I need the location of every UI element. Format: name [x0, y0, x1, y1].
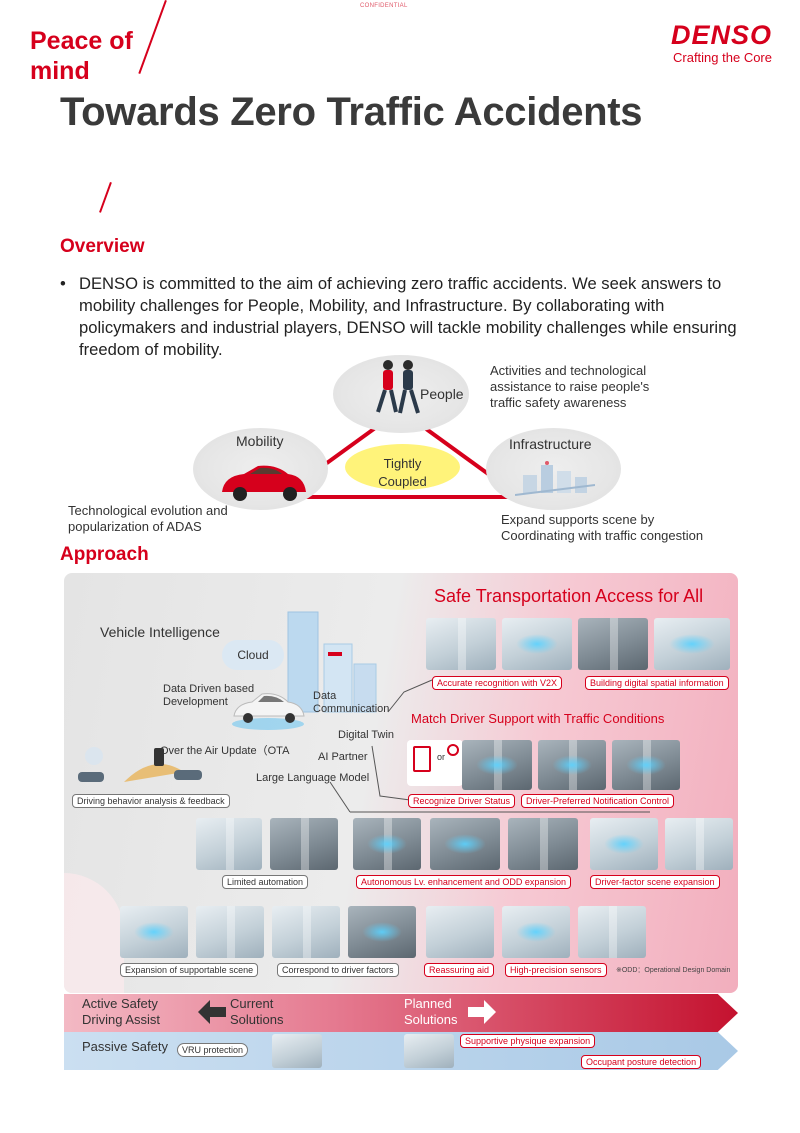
- limited-image-1: [196, 818, 262, 870]
- cloud-badge: Cloud: [222, 640, 284, 670]
- mobility-description: Technological evolution and popularizati…: [68, 503, 228, 534]
- people-description: Activities and technological assistance …: [490, 363, 650, 410]
- planned-solutions-label: Planned Solutions: [404, 996, 457, 1028]
- arrow-left-icon: [198, 1000, 226, 1024]
- label-driving-behavior: Driving behavior analysis & feedback: [72, 794, 230, 808]
- label-occupant-posture: Occupant posture detection: [581, 1055, 702, 1069]
- brand-name: DENSO: [670, 20, 772, 50]
- label-reassuring-aid: Reassuring aid: [424, 963, 495, 977]
- label-v2x: Accurate recognition with V2X: [432, 676, 563, 690]
- label-supportive-physique: Supportive physique expansion: [460, 1034, 596, 1048]
- autonomous-image-1: [353, 818, 421, 870]
- people-walking-icon: [376, 360, 420, 414]
- planned-line1: Planned: [404, 996, 452, 1011]
- city-infrastructure-icon: [515, 461, 595, 496]
- safe-transport-title: Safe Transportation Access for All: [434, 586, 704, 606]
- driver-status-card: or: [407, 740, 463, 786]
- brand-tagline: Crafting the Core: [673, 50, 772, 65]
- v2x-image-2: [502, 618, 572, 670]
- scene-image-1: [120, 906, 188, 958]
- infrastructure-label: Infrastructure: [509, 436, 592, 452]
- mobility-label: Mobility: [236, 433, 284, 449]
- scene-image-2: [196, 906, 264, 958]
- driver-factor-image-1: [590, 818, 658, 870]
- label-digital-spatial: Building digital spatial information: [585, 676, 729, 690]
- label-high-precision-sensors: High-precision sensors: [505, 963, 607, 977]
- llm-label: Large Language Model: [256, 772, 370, 784]
- label-driver-factor: Driver-factor scene expansion: [590, 875, 720, 889]
- overview-heading: Overview: [60, 236, 145, 257]
- notif-image-1: [538, 740, 606, 790]
- status-image-1: [462, 740, 532, 790]
- physique-image: [404, 1034, 454, 1068]
- autonomous-image-3: [508, 818, 578, 870]
- match-driver-title: Match Driver Support with Traffic Condit…: [411, 711, 665, 726]
- ota-label: Over the Air Update（OTA: [160, 745, 290, 757]
- or-label: or: [437, 752, 446, 762]
- data-communication-label: Data Communication: [313, 690, 390, 715]
- active-safety-line2: Driving Assist: [82, 1012, 161, 1027]
- notif-image-2: [612, 740, 680, 790]
- sensors-image-2: [578, 906, 646, 958]
- ai-partner-label: AI Partner: [318, 751, 368, 763]
- infrastructure-description: Expand supports scene by Coordinating wi…: [501, 512, 704, 543]
- current-line1: Current: [230, 996, 274, 1011]
- active-safety-band: [64, 994, 738, 1032]
- current-solutions-label: Current Solutions: [230, 996, 283, 1028]
- approach-heading: Approach: [60, 544, 149, 565]
- passive-safety-label: Passive Safety: [82, 1039, 168, 1054]
- city-towers-icon: [287, 611, 377, 713]
- vehicle-intelligence-label: Vehicle Intelligence: [100, 624, 220, 640]
- infrastructure-bubble: [486, 428, 621, 510]
- active-safety-line1: Active Safety: [82, 996, 158, 1011]
- label-expansion-scene: Expansion of supportable scene: [120, 963, 259, 977]
- people-label: People: [420, 386, 464, 402]
- driver-factor-image-2: [665, 818, 733, 870]
- planned-line2: Solutions: [404, 1012, 458, 1027]
- coupled-line2: Coupled: [378, 474, 427, 489]
- digital-twin-label: Digital Twin: [338, 729, 395, 741]
- arrow-right-icon: [468, 1000, 496, 1024]
- active-safety-label: Active Safety Driving Assist: [82, 996, 160, 1028]
- label-correspond-factors: Correspond to driver factors: [277, 963, 399, 977]
- red-car-icon: [222, 465, 306, 501]
- data-driven-label: Data Driven based Development: [163, 683, 255, 708]
- tightly-coupled-badge: Tightly Coupled: [345, 444, 460, 490]
- current-line2: Solutions: [230, 1012, 284, 1027]
- denso-logo: DENSO Crafting the Core: [671, 20, 772, 66]
- label-limited-automation: Limited automation: [222, 875, 309, 889]
- v2x-image-1: [426, 618, 496, 670]
- sensors-image-1: [502, 906, 570, 958]
- label-recognize-status: Recognize Driver Status: [408, 794, 516, 808]
- peace-of-mind-label: Peace of mind: [30, 27, 133, 85]
- triangle-outline: [273, 407, 527, 499]
- reassuring-image: [426, 906, 494, 958]
- odd-note: ※ODD：Operational Design Domain: [616, 967, 731, 974]
- white-car-icon: [232, 693, 305, 730]
- label-vru-protection: VRU protection: [177, 1043, 249, 1057]
- confidential-mark: CONFIDENTIAL: [360, 3, 408, 9]
- factors-image-1: [272, 906, 340, 958]
- driver-face-icon: [413, 746, 431, 772]
- overview-text: DENSO is committed to the aim of achievi…: [60, 273, 765, 361]
- alert-icon: [447, 744, 459, 756]
- driving-behavior-illustration: [78, 747, 202, 782]
- autonomous-image-2: [430, 818, 500, 870]
- spatial-image-1: [578, 618, 648, 670]
- vru-image: [272, 1034, 322, 1068]
- page-title: Towards Zero Traffic Accidents: [60, 90, 643, 134]
- people-bubble: [333, 355, 469, 433]
- limited-image-2: [270, 818, 338, 870]
- spatial-image-2: [654, 618, 730, 670]
- label-autonomous: Autonomous Lv. enhancement and ODD expan…: [356, 875, 571, 889]
- triangle-diagram: [273, 407, 527, 499]
- factors-image-2: [348, 906, 416, 958]
- label-preferred-notification: Driver-Preferred Notification Control: [521, 794, 675, 808]
- coupled-line1: Tightly: [383, 456, 422, 471]
